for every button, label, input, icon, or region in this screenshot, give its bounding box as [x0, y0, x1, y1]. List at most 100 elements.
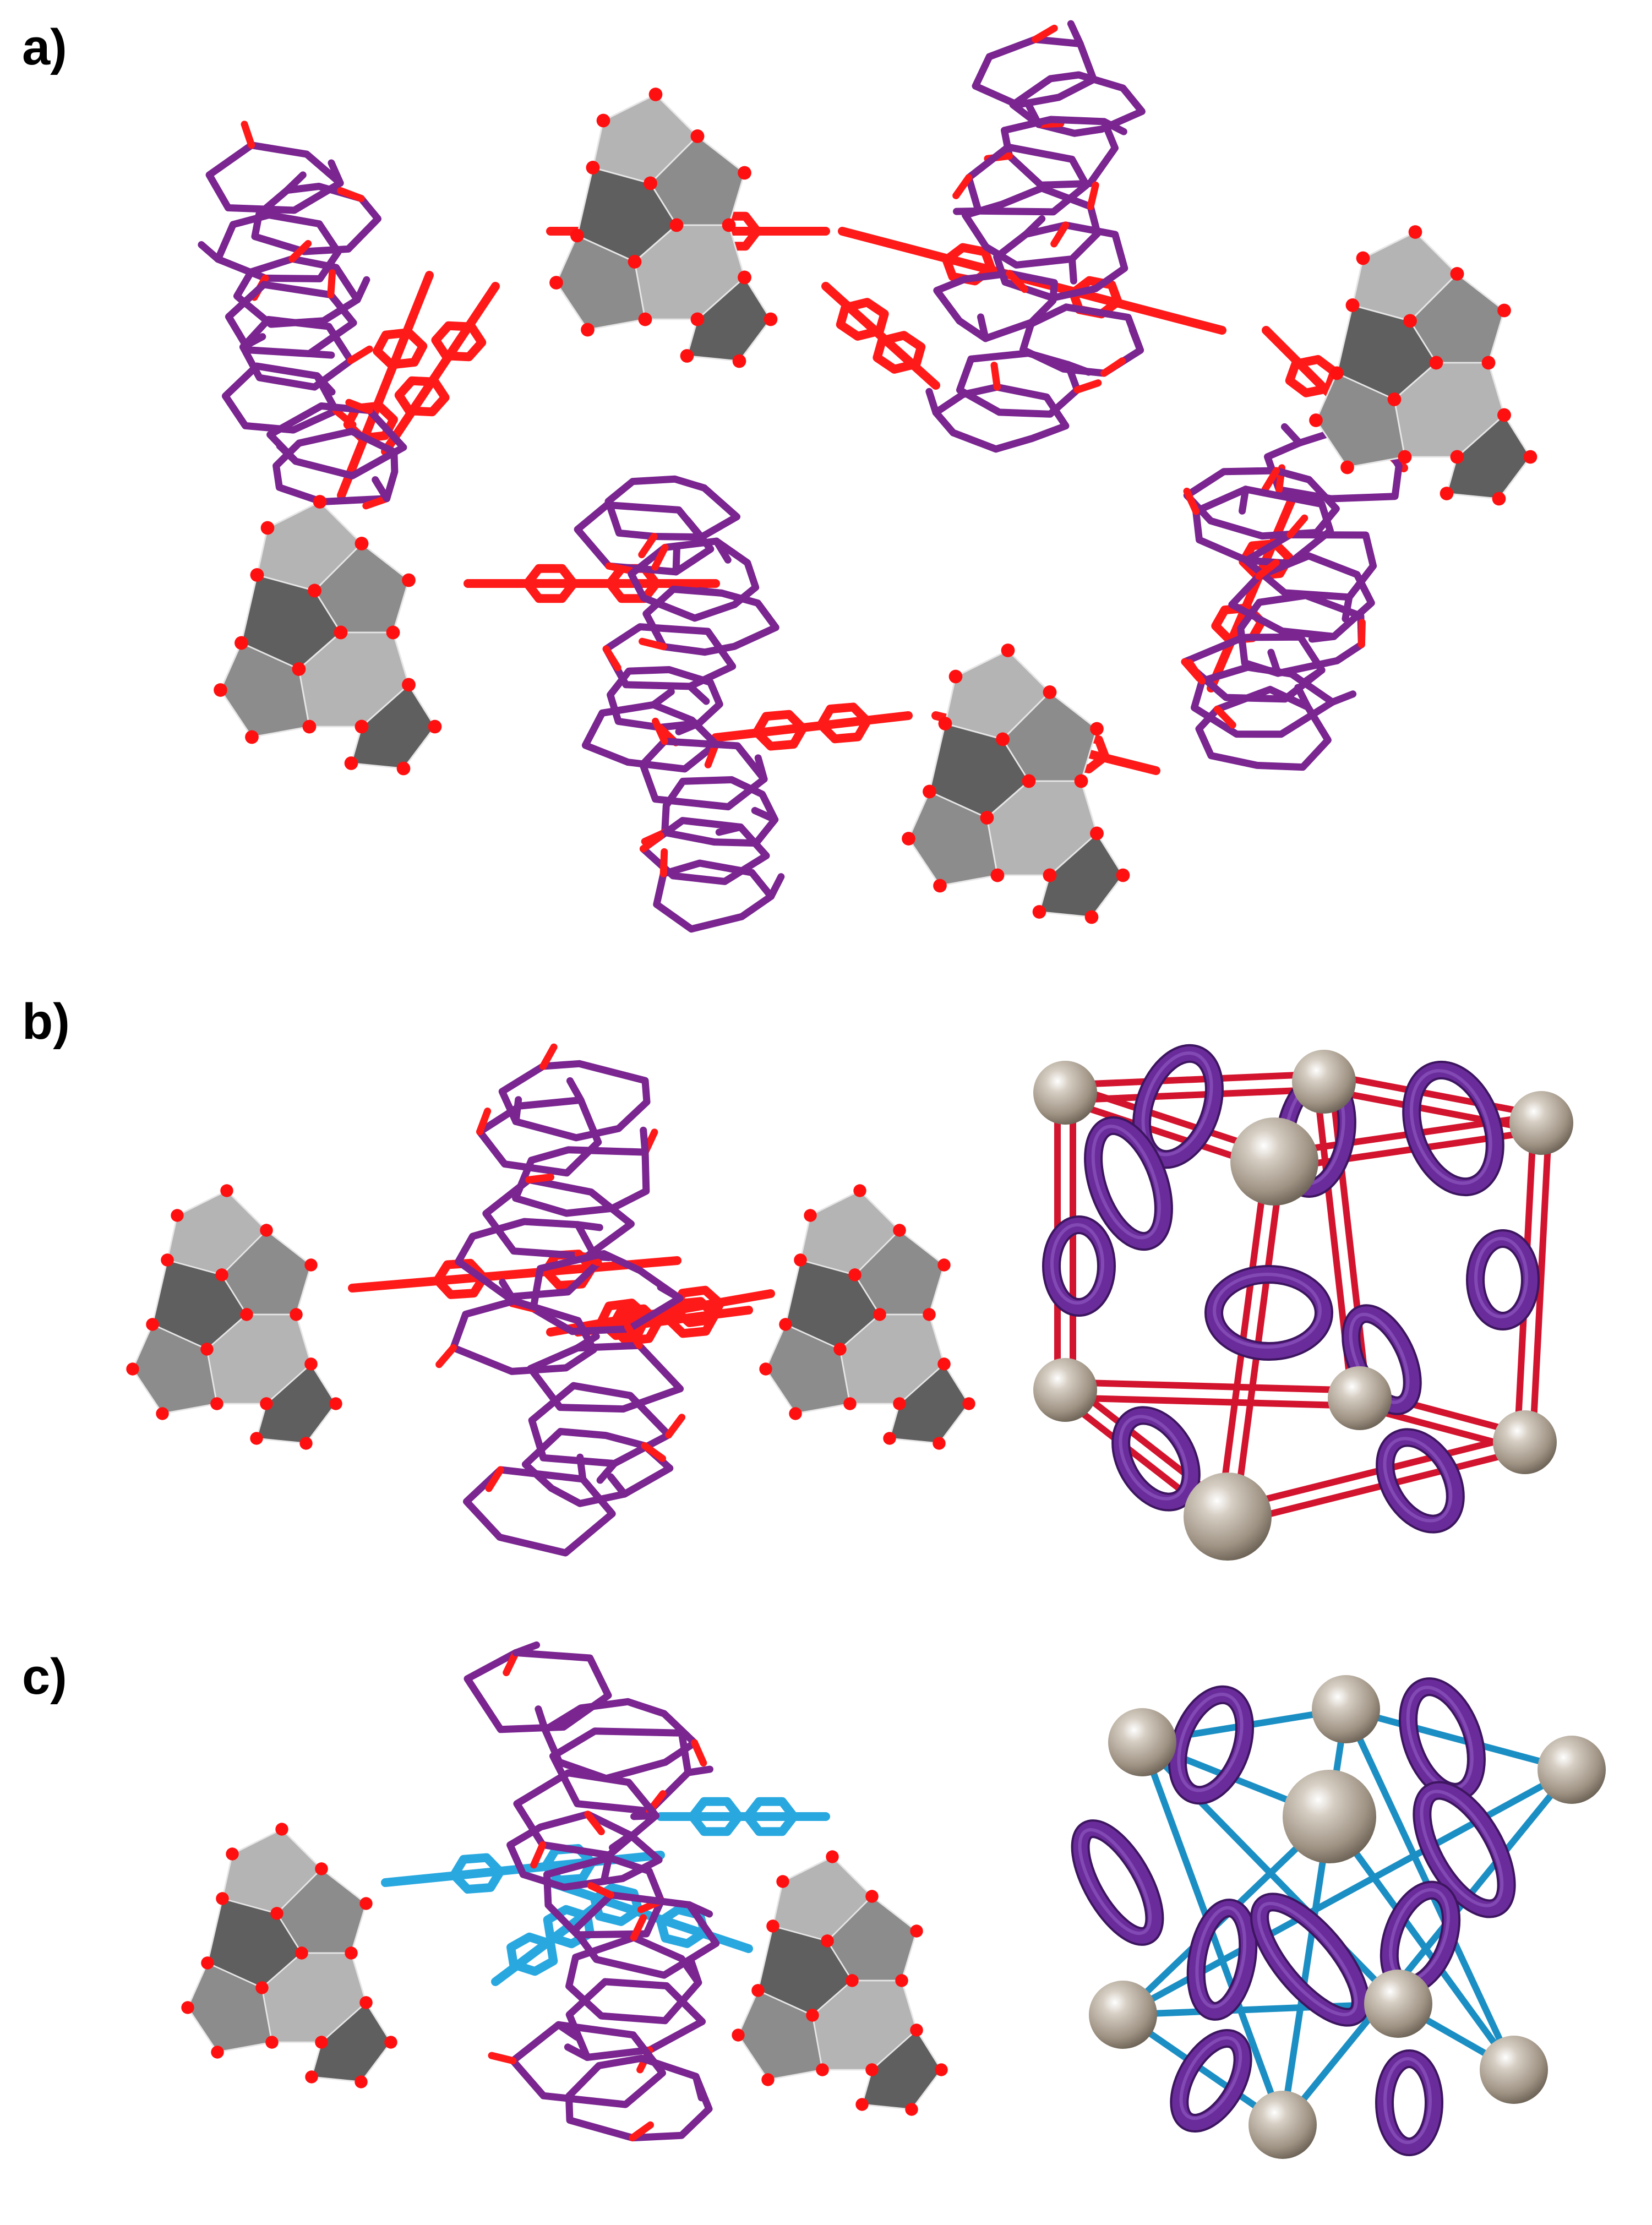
benzene-ring [664, 1297, 719, 1338]
oxygen-atom [751, 1984, 765, 1997]
oxygen-atom [146, 1318, 159, 1331]
rod [1529, 1120, 1552, 1446]
linker [656, 1797, 830, 1836]
torus [1042, 1215, 1116, 1317]
substituent [1261, 467, 1280, 493]
torus-highlight [1050, 1223, 1104, 1305]
macrocycle-ring [1195, 685, 1332, 771]
oxygen-atom [690, 129, 705, 143]
torus-highlight [1213, 1273, 1322, 1349]
substituent [1186, 659, 1206, 685]
oxygen-atom [171, 1209, 184, 1222]
oxygen-atom [215, 1268, 228, 1281]
node-sphere [1509, 1091, 1573, 1155]
node-sphere [1089, 1981, 1157, 2049]
oxygen-atom [1497, 408, 1511, 422]
oxygen-atom [690, 312, 705, 326]
oxygen-atom [789, 1407, 802, 1420]
substituent [512, 1641, 541, 1656]
substituent [624, 1323, 643, 1349]
linkers-red-b [348, 1250, 775, 1345]
node-spheres-b [1033, 1050, 1573, 1561]
substituent [332, 407, 357, 429]
substituent [288, 240, 312, 263]
polyhedron [765, 1323, 851, 1415]
macrocycle-ring [464, 1649, 612, 1733]
substituent [1022, 215, 1046, 238]
substituent [629, 2121, 655, 2142]
oxygen-atom [295, 1946, 308, 1960]
oxygen-atom [345, 1946, 358, 1960]
metal-cluster [126, 1184, 342, 1450]
oxygen-atom [1116, 868, 1130, 882]
benzene-ring [688, 1797, 743, 1836]
node-sphere [1283, 1770, 1376, 1863]
oxygen-atom [402, 678, 416, 692]
macrocycle-ring [266, 402, 407, 479]
oxygen-atom [766, 1919, 779, 1933]
node-sphere [1480, 2036, 1548, 2104]
oxygen-atom [759, 1362, 772, 1376]
substituent [696, 587, 726, 597]
oxygen-atom [355, 537, 369, 550]
substituent [1068, 255, 1077, 285]
substituent [1328, 690, 1357, 706]
macrocycle-ring [972, 36, 1098, 108]
node-sphere [1033, 1358, 1097, 1422]
substituent [566, 1077, 585, 1104]
macrocycle-ring [933, 270, 1058, 342]
substituent [1067, 20, 1084, 47]
macrocycle [435, 1043, 686, 1557]
oxygen-atom [816, 2063, 829, 2076]
substituent [362, 495, 391, 510]
substituent [952, 174, 973, 199]
oxygen-atom [680, 349, 694, 363]
oxygen-atom [384, 2036, 397, 2049]
macrocycle-ring [639, 738, 768, 811]
oxygen-atom [923, 784, 936, 799]
oxygen-atom [738, 166, 751, 180]
substituent [530, 1841, 547, 1869]
substituent [1006, 270, 1028, 293]
torus-highlight [1078, 1828, 1152, 1935]
oxygen-atom [201, 1956, 214, 1970]
substituent [767, 873, 785, 900]
panel-label-a: a) [22, 19, 67, 75]
oxygen-atom [265, 2036, 279, 2049]
macrocycle-ring [512, 1146, 650, 1217]
oxygen-atom [275, 1823, 288, 1836]
substituent [640, 1126, 649, 1156]
substituent [665, 1414, 686, 1439]
substituent [607, 1473, 628, 1498]
substituent [630, 1914, 647, 1942]
substituent [686, 683, 710, 705]
torus [1402, 1060, 1504, 1197]
polyhedron [1315, 372, 1406, 468]
oxygen-atom [935, 2063, 948, 2076]
benzene-ring [596, 1299, 651, 1340]
torus-highlight [1257, 1901, 1358, 2016]
substituent [539, 1043, 558, 1070]
macrocycle [464, 1641, 720, 2142]
oxygen-atom [1523, 450, 1537, 464]
rod [1322, 1071, 1546, 1119]
macrocycle-ring [993, 221, 1128, 302]
oxygen-atom [586, 161, 600, 174]
benzene-ring [523, 564, 578, 603]
oxygen-atom [990, 868, 1005, 882]
oxygen-atom [933, 879, 947, 893]
linker [821, 282, 940, 390]
oxygen-atom [1345, 298, 1360, 312]
substituent [584, 1810, 605, 1835]
benzene-ring [433, 1258, 488, 1299]
torus-highlight [1141, 1051, 1213, 1157]
substituent [198, 241, 222, 263]
macrocycle-ring [956, 350, 1081, 418]
oxygen-atom [355, 719, 369, 734]
metal-clusters-b [126, 1184, 975, 1450]
oxygen-atom [821, 1934, 834, 1948]
macrocycle-ring [541, 1698, 699, 1782]
macrocycle [925, 20, 1146, 453]
node-sphere [1230, 1117, 1318, 1206]
macrocycle-ring [581, 701, 719, 773]
